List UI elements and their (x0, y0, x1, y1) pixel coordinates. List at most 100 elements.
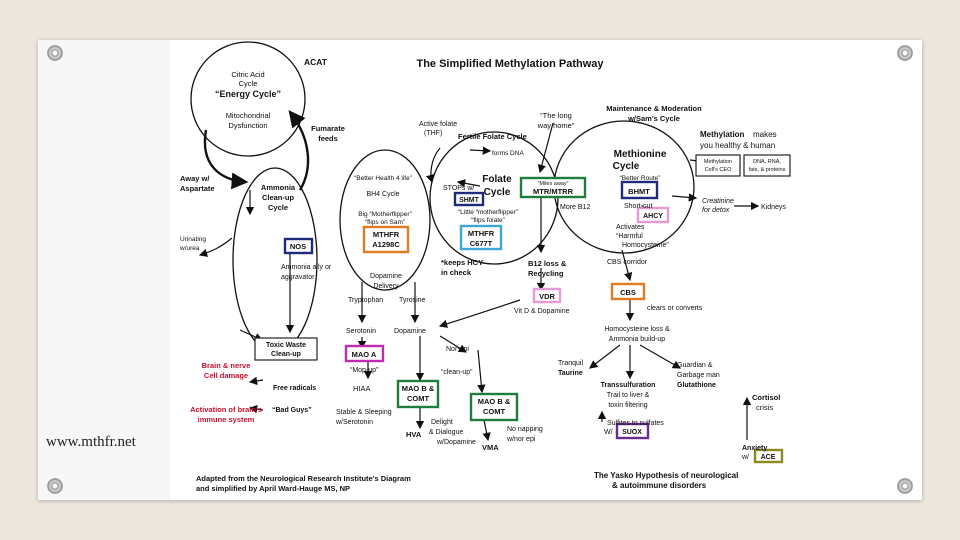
mthfr-c677t-label: MTHFR (468, 229, 495, 238)
ace-label: ACE (761, 454, 776, 461)
mao-b-comt-box-2 (469, 392, 519, 422)
nos-label: NOS (290, 242, 306, 251)
free-radicals-label: Free radicals (273, 385, 316, 392)
mao-a-box (344, 344, 385, 363)
ammonia-cycle-label: Ammonia (261, 183, 296, 192)
guardian-label: Guardian & (677, 362, 713, 369)
miles-away-label: “Miles away” (538, 181, 569, 187)
dna-box (743, 154, 791, 177)
mtr-mtrr-box (519, 176, 587, 199)
dna-box-label: fats, & proteins (749, 167, 786, 173)
ceo-box (695, 154, 741, 177)
homocysteine-loss-label: Homocysteine loss & (604, 326, 670, 333)
mthfr-c677t-box (459, 224, 503, 251)
little-flipper-label: “Little “motherflipper” (458, 209, 518, 216)
keeps-hcy-label: *keeps HCY (441, 258, 483, 267)
adapted-credit: Adapted from the Neurological Research I… (196, 474, 411, 483)
kidneys-label: Kidneys (761, 204, 786, 211)
brain-damage-label: Brain & nerve (202, 361, 251, 370)
dopamine-delivery-label: Delivery (373, 283, 399, 290)
ammonia-ally-label: aggravator (281, 274, 315, 281)
activates-label: Activates (616, 224, 645, 231)
guardian-label: Garbage man (677, 372, 720, 379)
toxic-waste-label: Clean-up (271, 351, 301, 358)
brain-activation-label: Activation of brain's (190, 405, 262, 414)
shmt-label: SHMT (459, 197, 480, 204)
pin-icon (897, 478, 913, 494)
no-napping-label: No napping (507, 426, 543, 433)
forms-dna-label: forms DNA (492, 150, 524, 157)
vma-label: VMA (482, 443, 499, 452)
energy-cycle-circle (190, 41, 306, 157)
clean-up-label: “clean-up” (441, 369, 473, 376)
hva-label: HVA (406, 430, 422, 439)
brain-activation-label: immune system (198, 415, 255, 424)
cbs-label: CBS (620, 288, 636, 297)
hiaa-label: HIAA (353, 384, 371, 393)
creatinine-label: for detox (702, 207, 730, 214)
active-folate-label: (THF) (424, 130, 442, 137)
mao-b-comt-label: MAO B & (478, 397, 511, 406)
stops-w-label: STOPs w/ (443, 185, 474, 192)
anxiety-label: Anxiety (742, 445, 767, 452)
keeps-hcy-label: in check (441, 268, 472, 277)
dopamine-delivery-label: Dopamine (370, 273, 402, 280)
bhmt-box (620, 180, 659, 200)
energy-cycle-line: Cycle (239, 79, 258, 88)
bad-guys-label: “Bad Guys” (272, 407, 312, 414)
adapted-credit: and simplified by April Ward-Hauge MS, N… (196, 484, 350, 493)
little-flipper-label: “flips folate” (471, 217, 505, 224)
b12-loss-label: Recycling (528, 269, 564, 278)
no-napping-label: w/nor epi (506, 436, 536, 443)
mthfr-c677t-label: C677T (470, 239, 493, 248)
mthfr-a1298c-box (362, 225, 410, 254)
clears-label: clears or converts (647, 305, 703, 312)
aspartate-label: Aspartate (180, 184, 215, 193)
tyrosine-label: Tyrosine (399, 297, 426, 304)
long-way-label: “The long (540, 111, 572, 120)
cortisol-label: crisis (756, 403, 773, 412)
energy-cycle-text: Citric Acid Cycle “Energy Cycle” Mitocho… (215, 70, 281, 130)
big-flipper-label: Big “Motherflipper” (358, 211, 411, 218)
delight-label: w/Dopamine (436, 439, 476, 446)
activates-label: “Harmful (616, 233, 643, 240)
tryptophan-label: Tryptophan (348, 297, 383, 304)
energy-cycle-heading: “Energy Cycle” (215, 89, 281, 99)
yasko-hypothesis: The Yasko Hypothesis of neurological (594, 471, 738, 480)
big-flipper-label: “flips on Sam” (365, 219, 405, 226)
mao-b-comt-label: MAO B & (402, 384, 435, 393)
aspartate-label: Away w/ (180, 174, 210, 183)
sulfites-label: Sulfites to sulfates (607, 420, 664, 427)
pin-icon (47, 478, 63, 494)
mop-up-label: “Mop-up” (350, 367, 379, 374)
diagram-title: The Simplified Methylation Pathway (416, 58, 604, 70)
dopamine-label: Dopamine (394, 328, 426, 335)
urinating-label: Urinating (180, 236, 206, 243)
toxic-waste-label: Toxic Waste (266, 342, 306, 349)
mao-b-comt-label: COMT (483, 407, 505, 416)
active-folate-label: Active folate (419, 121, 457, 128)
energy-cycle-line: Mitochondrial (226, 111, 271, 120)
guardian-label: Glutathione (677, 382, 716, 389)
vit-d-label: Vit D & Dopamine (514, 308, 570, 315)
shmt-box (453, 191, 485, 207)
suox-box (615, 422, 650, 440)
stable-label: Stable & Sleeping (336, 409, 392, 416)
short-cut-label: Short-cut (624, 203, 652, 210)
ace-box (753, 448, 784, 464)
transsulfuration-label: Trail to liver & (607, 392, 650, 399)
tranquil-label: Taurine (558, 370, 583, 377)
ammonia-cycle-label: Cycle (268, 203, 288, 212)
cbs-box (610, 282, 646, 301)
serotonin-label: Serotonin (346, 328, 376, 335)
pin-icon (47, 45, 63, 61)
website-url: www.mthfr.net (46, 434, 136, 450)
ammonia-ally-label: Ammonia ally or (281, 264, 332, 271)
transsulfuration-label: toxin filtering (608, 402, 647, 409)
suox-label: SUOX (622, 429, 642, 436)
mao-a-label: MAO A (352, 350, 377, 359)
energy-cycle-line: Citric Acid (231, 70, 264, 79)
ahcy-box (636, 206, 670, 224)
